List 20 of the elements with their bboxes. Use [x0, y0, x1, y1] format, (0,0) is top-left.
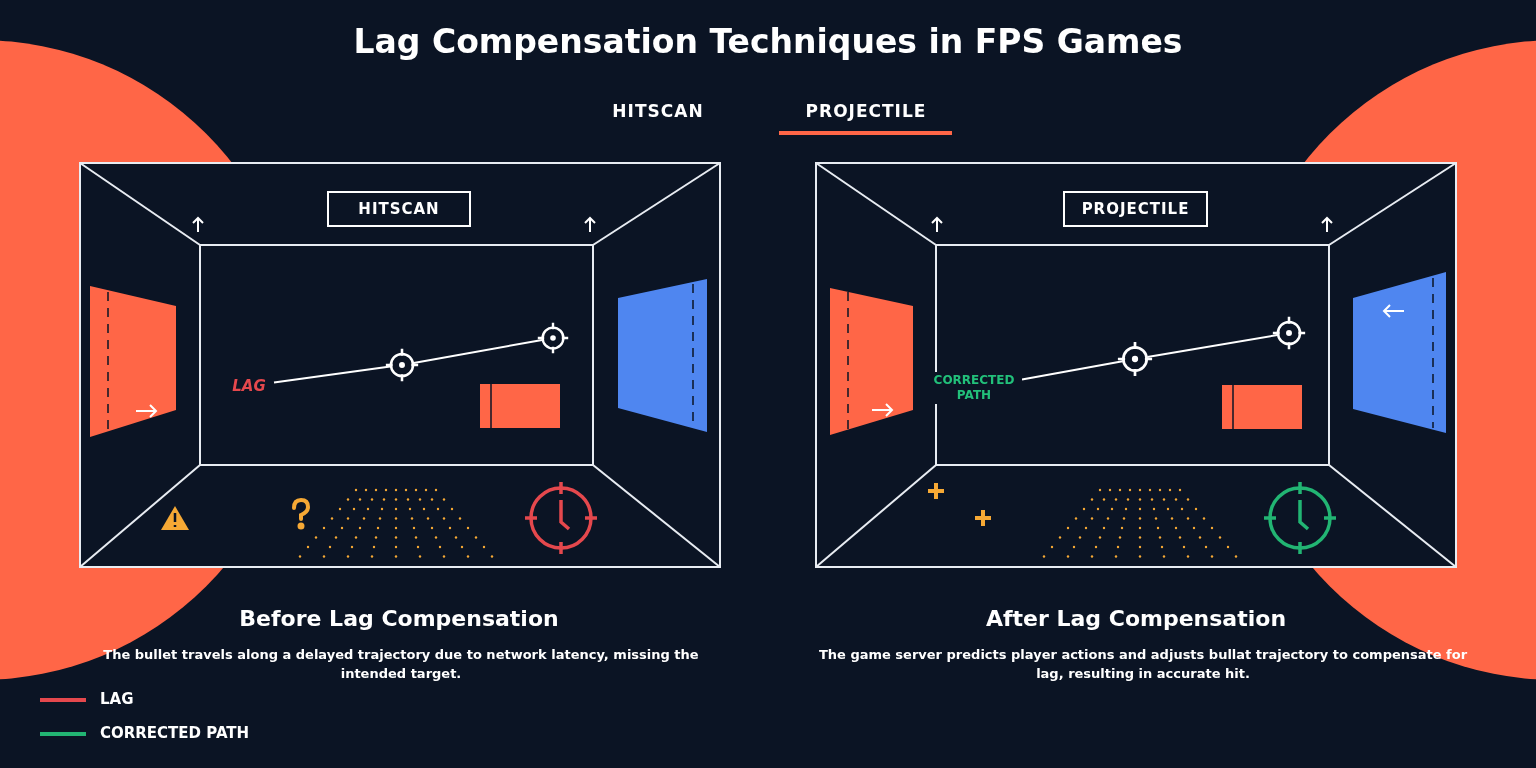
- description-text: The game server predicts player actions and adjusts bullat trajectory to compensate for lag, resulting in accurate hit.: [817, 646, 1469, 683]
- tab-label: PROJECTILE: [804, 101, 928, 121]
- trajectory-line: [1021, 360, 1124, 381]
- legend-label: LAG: [100, 690, 134, 708]
- crosshair-icon: [385, 348, 419, 382]
- path-label: LAG: [224, 376, 274, 396]
- trajectory-line: [412, 339, 543, 364]
- trajectory-line: [1146, 334, 1279, 358]
- crosshair-icon: [1117, 341, 1153, 377]
- crosshair-icon: [537, 322, 569, 354]
- trajectory-line: [273, 365, 392, 384]
- description-text: The bullet travels along a delayed trajectory due to network latency, missing the intended target.: [102, 646, 700, 683]
- section-heading: Before Lag Compensation: [238, 606, 560, 631]
- crosshair-icon: [1272, 316, 1306, 350]
- label-box: HITSCAN: [327, 191, 471, 227]
- title: Lag Compensation Techniques in FPS Games: [352, 22, 1184, 61]
- tab-label: HITSCAN: [611, 101, 705, 121]
- label-box: PROJECTILE: [1063, 191, 1208, 227]
- section-heading: After Lag Compensation: [984, 606, 1288, 631]
- legend-label: CORRECTED PATH: [100, 724, 250, 742]
